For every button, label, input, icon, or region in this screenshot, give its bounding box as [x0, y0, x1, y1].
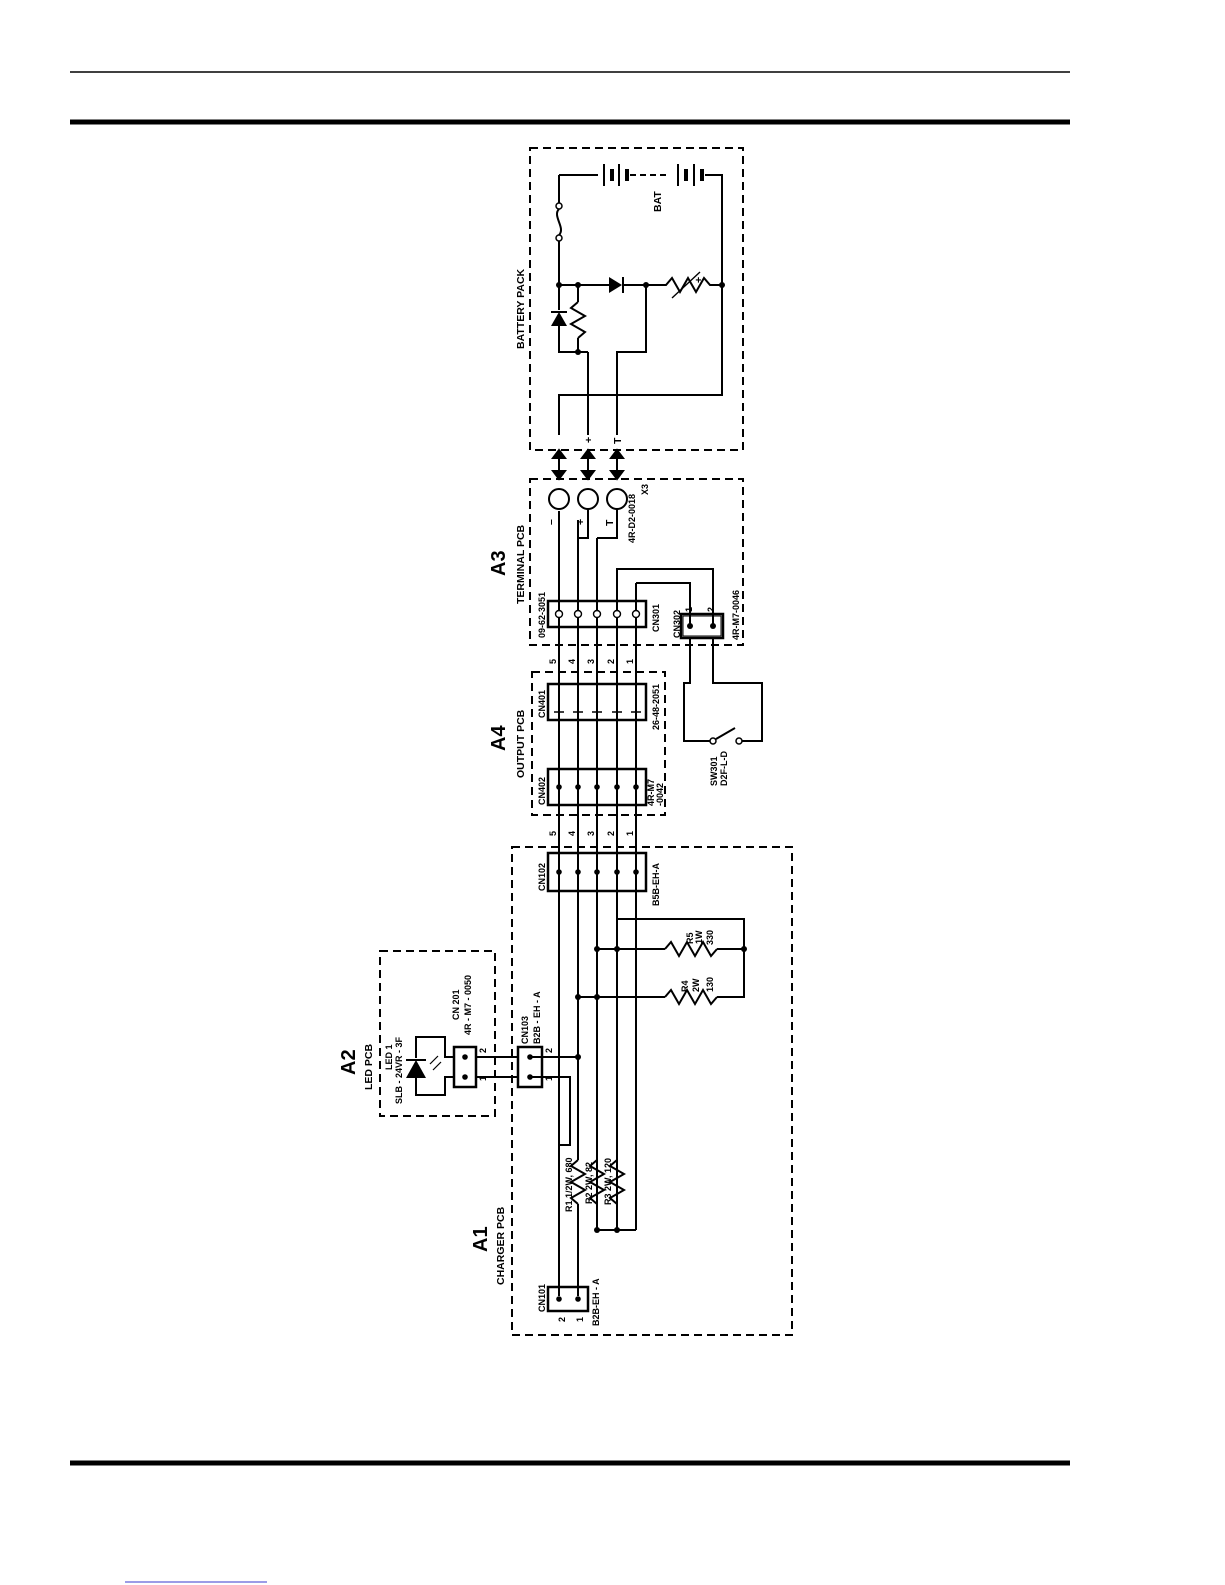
cn101-pin-1: 1	[575, 1317, 585, 1322]
led1-name-label: LED 1	[384, 1044, 394, 1070]
a2-title: LED PCB	[363, 1043, 375, 1090]
cn302-part-label: 4R-M7-0046	[731, 590, 741, 640]
a1-ref: A1	[470, 1226, 492, 1252]
cn301-name-label: CN301	[651, 604, 661, 632]
bus-pin-5-lower: 5	[548, 831, 558, 836]
cn401-connector	[546, 682, 648, 722]
bus-pin-4-upper: 4	[567, 659, 577, 664]
r1-label: R1 1/2W, 680	[564, 1157, 574, 1212]
bat-plus-label: +	[583, 437, 595, 443]
a3-title: TERMINAL PCB	[515, 524, 527, 604]
a4-ref: A4	[488, 725, 510, 751]
a4-title: OUTPUT PCB	[515, 709, 527, 778]
a2-led-pcb	[406, 1036, 518, 1096]
terminal-t-label: T	[604, 519, 616, 526]
cn402-name-label: CN402	[537, 777, 547, 805]
led1-part-label: SLB - 24VR - 3F	[394, 1036, 404, 1104]
r4-name-label: R4	[680, 980, 690, 992]
r3-resistor	[607, 1159, 627, 1205]
cn302-connector	[679, 612, 725, 640]
thermistor-plus-label: +	[693, 277, 705, 283]
a1-charger-pcb-box	[511, 846, 793, 1336]
cn103-part-label: B2B - EH - A	[532, 991, 542, 1044]
terminal-minus	[548, 488, 570, 510]
cn103-connector	[516, 1045, 544, 1089]
cn101-pin-2: 2	[557, 1317, 567, 1322]
cn101-name-label: CN101	[537, 1284, 547, 1312]
bus-pin-4-lower: 4	[567, 831, 577, 836]
terminal-plus	[577, 488, 599, 510]
r2-resistor	[587, 1159, 607, 1205]
led1-symbol	[406, 1060, 426, 1078]
cn201-part-label: 4R - M7 - 0050	[463, 975, 473, 1035]
cn302-name-label: CN302	[672, 610, 682, 638]
terminal-plus-label: +	[575, 519, 587, 525]
a1-charger-pcb	[516, 851, 747, 1313]
sw301-part-label: D2F-L-D	[719, 751, 729, 786]
r5-resistor	[664, 939, 718, 959]
cn101-part-label: B2B-EH - A	[591, 1278, 601, 1326]
battery-pack-circuit	[551, 164, 725, 435]
cn301-connector	[546, 599, 648, 629]
x3-name-label: X3	[640, 484, 650, 495]
cn103-name-label: CN103	[520, 1016, 530, 1044]
bat-t-label: T	[612, 437, 624, 444]
a2-ref: A2	[338, 1049, 360, 1075]
bat-label: BAT	[652, 191, 664, 212]
x3-part-label: 4R-D2-0018	[627, 494, 637, 543]
cn401-part-label: 26-48-2051	[651, 684, 661, 730]
bus-pin-3-upper: 3	[586, 659, 596, 664]
cn103-pin-1: 1	[544, 1076, 554, 1081]
cn201-pin-2: 2	[478, 1048, 488, 1053]
r2-label: R2 2W, 82	[584, 1162, 594, 1204]
cn301-pins	[554, 609, 641, 619]
battery-pack-box	[529, 147, 744, 451]
cn101-connector	[546, 1285, 590, 1313]
bus-pin-3-lower: 3	[586, 831, 596, 836]
r3-label: R3 2W, 120	[603, 1158, 613, 1205]
a1-title: CHARGER PCB	[495, 1206, 507, 1285]
bus-pin-2-upper: 2	[606, 659, 616, 664]
bus-pin-1-lower: 1	[625, 831, 635, 836]
r4-resistor	[664, 987, 718, 1007]
cn102-name-label: CN102	[537, 863, 547, 891]
a3-terminal-pcb	[546, 488, 725, 640]
cn402-part-label-1: 4R-M7	[646, 779, 656, 806]
r1-resistor	[568, 1159, 588, 1205]
r5-rating-label: 1W	[694, 930, 704, 944]
cn201-name-label: CN 201	[451, 989, 461, 1020]
a2-led-pcb-box	[379, 950, 496, 1117]
cn302-pin-1: 1	[684, 607, 694, 612]
cn102-part-label: B5B-EH-A	[651, 862, 661, 906]
terminal-t	[606, 488, 628, 510]
cn103-pin-2: 2	[544, 1048, 554, 1053]
battery-pack-title: BATTERY PACK	[515, 268, 527, 349]
cn201-connector	[452, 1045, 478, 1089]
r5-value-label: 330	[705, 930, 715, 945]
cn102-connector	[546, 851, 648, 893]
sw301-switch	[683, 638, 763, 745]
cn402-part-label-2: -0042	[655, 783, 665, 806]
r4-rating-label: 2W	[691, 978, 701, 992]
r5-name-label: R5	[685, 932, 695, 944]
cn201-pin-1: 1	[478, 1076, 488, 1081]
cn401-name-label: CN401	[537, 690, 547, 718]
cn301-part-label: 09-62-3051	[537, 592, 547, 638]
cn302-pin-2: 2	[706, 607, 716, 612]
sw301-name-label: SW301	[709, 756, 719, 786]
a4-output-pcb-box	[531, 671, 666, 816]
bus-pin-5-upper: 5	[548, 659, 558, 664]
cn402-connector	[546, 767, 648, 807]
r4-value-label: 130	[705, 977, 715, 992]
bus-pin-1-upper: 1	[625, 659, 635, 664]
a3-ref: A3	[488, 550, 510, 576]
battery-connection-arrows	[551, 448, 625, 481]
a4-output-pcb	[546, 682, 648, 807]
terminal-minus-label: –	[545, 519, 557, 525]
bus-pin-2-lower: 2	[606, 831, 616, 836]
